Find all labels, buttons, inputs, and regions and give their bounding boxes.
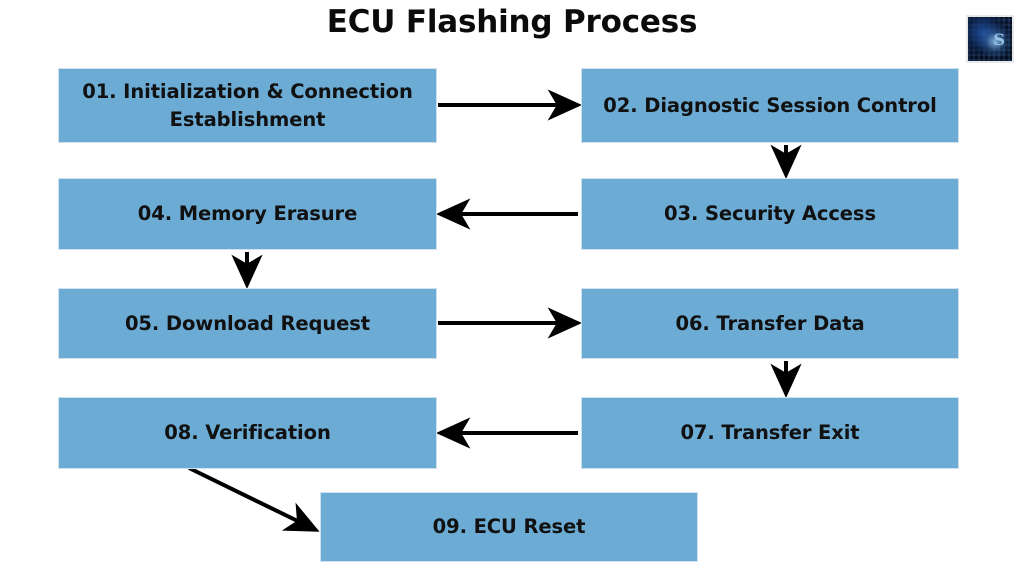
node-08-verification[interactable]: 08. Verification [58,397,437,469]
node-03-security-access[interactable]: 03. Security Access [581,178,959,250]
node-06-transfer-data[interactable]: 06. Transfer Data [581,288,959,359]
node-04-memory-erasure[interactable]: 04. Memory Erasure [58,178,437,250]
node-07-transfer-exit[interactable]: 07. Transfer Exit [581,397,959,469]
node-09-label: 09. ECU Reset [432,515,586,538]
node-04-label: 04. Memory Erasure [137,202,358,225]
node-08-label: 08. Verification [164,421,331,444]
node-02-label: 02. Diagnostic Session Control [603,93,937,117]
node-03-label: 03. Security Access [664,202,876,225]
logo-glyph: S [993,30,1006,50]
site-logo: S [966,15,1014,63]
node-05-label: 05. Download Request [124,311,371,335]
node-06-label: 06. Transfer Data [675,311,865,335]
node-01-label: 01. Initialization & Connection Establis… [82,79,413,131]
node-05-download-request[interactable]: 05. Download Request [58,288,437,359]
node-09-ecu-reset[interactable]: 09. ECU Reset [320,492,698,562]
node-02-diagnostic-session-control[interactable]: 02. Diagnostic Session Control [581,68,959,143]
page-title: ECU Flashing Process [326,4,698,40]
edge-08-to-09 [188,466,320,532]
node-01-initialization-connection-establishment[interactable]: 01. Initialization & Connection Establis… [58,68,437,143]
node-07-label: 07. Transfer Exit [680,421,860,444]
